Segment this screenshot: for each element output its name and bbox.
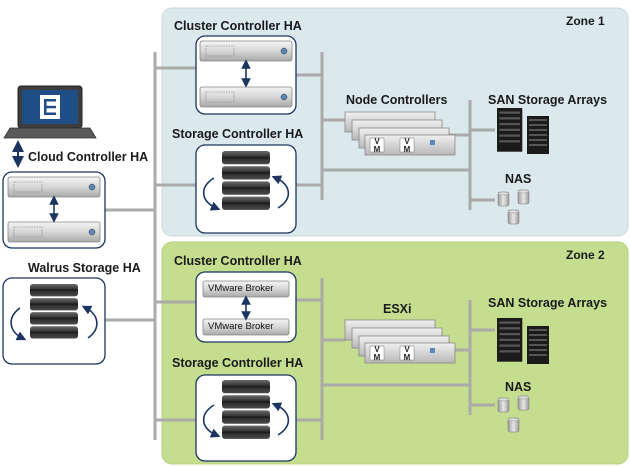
laptop-icon xyxy=(3,85,97,139)
server-icon xyxy=(7,221,101,243)
zone2-nas-label: NAS xyxy=(505,380,532,394)
zone2-storage-controller-box xyxy=(195,374,297,462)
zone1-san-label: SAN Storage Arrays xyxy=(488,93,608,107)
server-icon xyxy=(199,86,293,108)
vmware-broker-label: VMware Broker xyxy=(208,283,274,294)
zone2-san-label: SAN Storage Arrays xyxy=(488,296,608,310)
esxi-label: ESXi xyxy=(383,302,412,316)
walrus-storage-label: Walrus Storage HA xyxy=(28,261,141,275)
server-icon xyxy=(199,40,293,62)
zone-2-label: Zone 2 xyxy=(566,248,605,262)
zone2-cluster-controller-label: Cluster Controller HA xyxy=(174,254,302,268)
network-bus xyxy=(105,52,495,440)
zone2-cluster-controller-box xyxy=(195,271,297,343)
vmware-broker-label: VMware Broker xyxy=(208,321,274,332)
zone1-node-controllers xyxy=(344,111,456,156)
server-icon xyxy=(7,176,101,198)
zone1-cluster-controller-box xyxy=(195,35,297,115)
zone-1-label: Zone 1 xyxy=(566,14,605,28)
zone1-nas-label: NAS xyxy=(505,172,532,186)
walrus-storage-box xyxy=(2,277,106,365)
node-controllers-label: Node Controllers xyxy=(346,93,448,107)
cloud-controller-label: Cloud Controller HA xyxy=(28,150,149,164)
zone2-esxi-hosts xyxy=(344,319,456,364)
zone1-cluster-controller-label: Cluster Controller HA xyxy=(174,19,302,33)
cloud-controller-box xyxy=(2,171,106,249)
zone1-storage-controller-label: Storage Controller HA xyxy=(172,127,304,141)
zone1-storage-controller-box xyxy=(195,144,297,234)
zone2-storage-controller-label: Storage Controller HA xyxy=(172,356,304,370)
